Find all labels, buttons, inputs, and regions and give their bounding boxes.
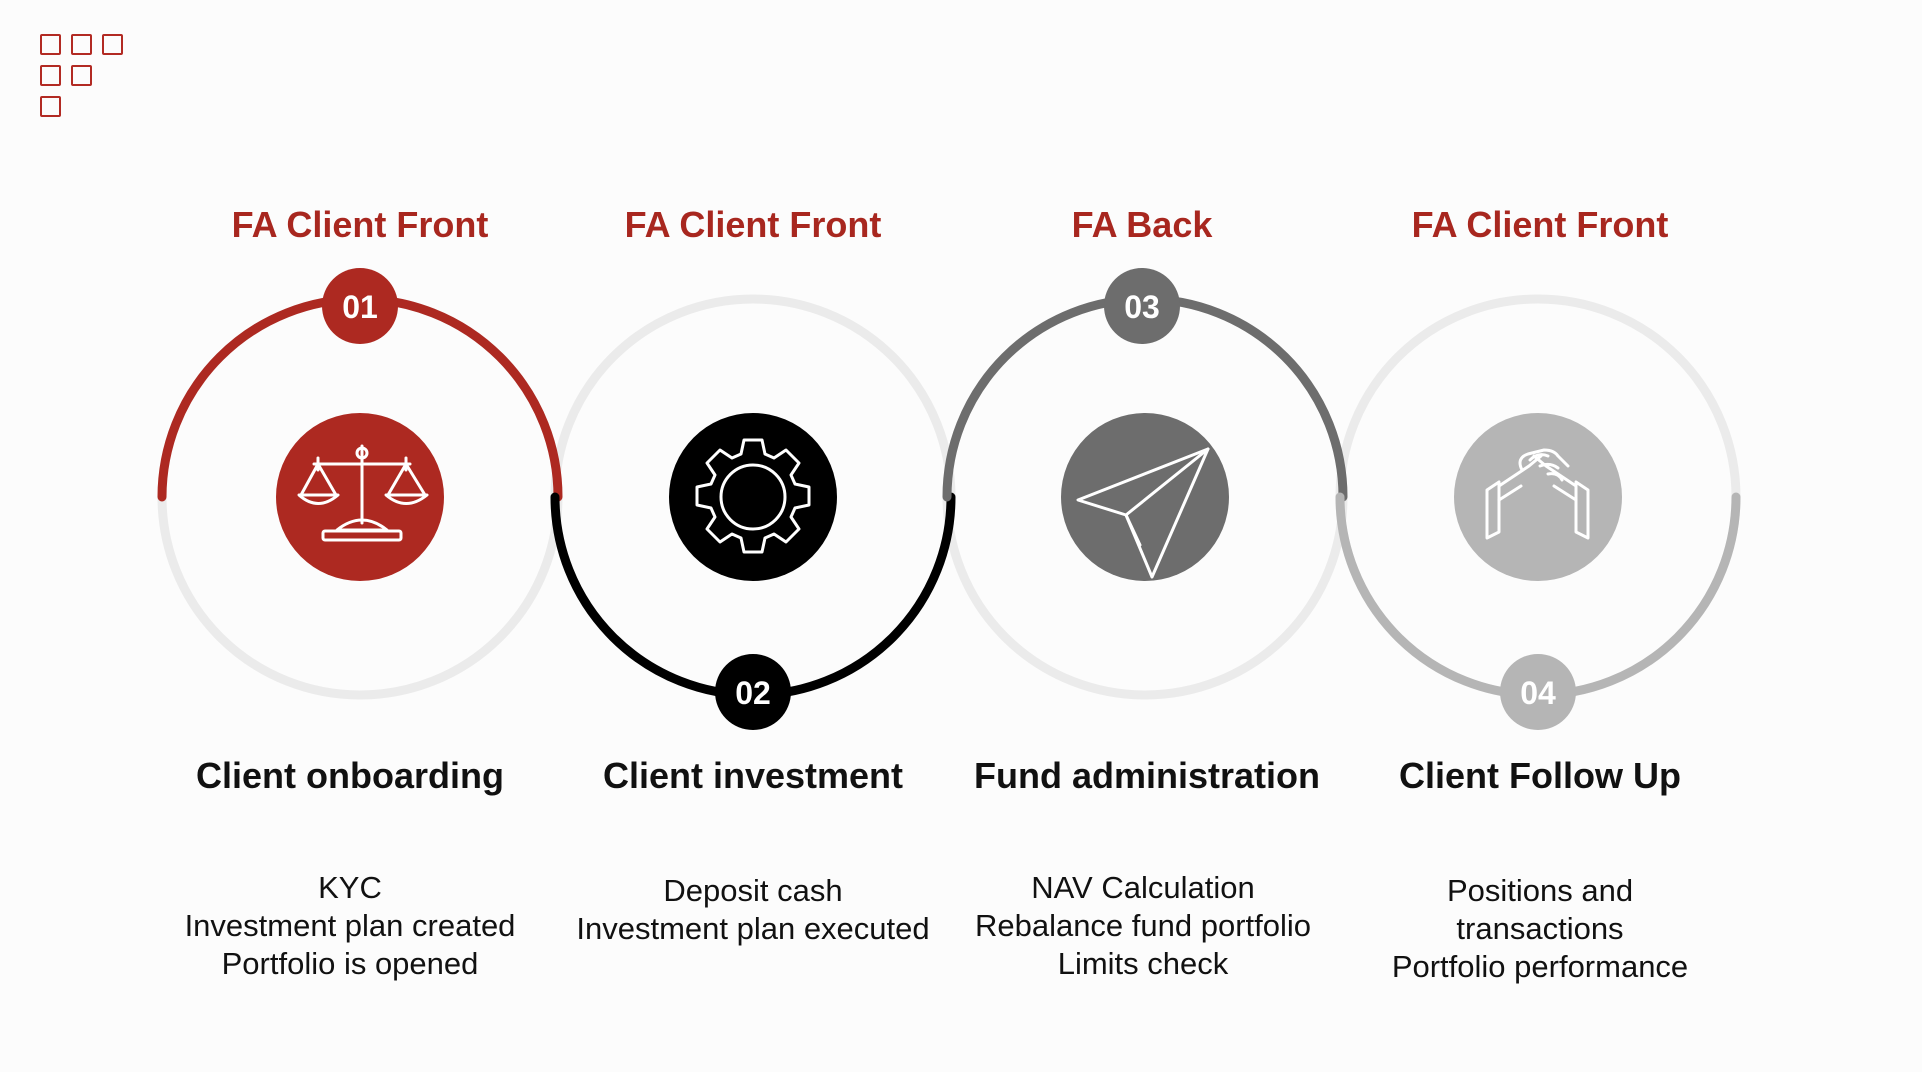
step-category-1: FA Client Front [231,204,489,245]
step-category-2: FA Client Front [624,204,882,245]
step-category-4: FA Client Front [1411,204,1669,245]
step-icon-disc-2 [669,413,837,581]
grid-logo [40,34,130,124]
gear-icon [695,438,811,554]
step-3-item: NAV Calculation [1031,870,1255,905]
balance-scale-icon [297,444,429,542]
paper-plane-icon [1076,447,1210,579]
step-badge-3 [1104,268,1180,344]
step-title-1: Client onboarding [196,755,504,796]
step-2-item: Investment plan executed [576,911,930,946]
handshake-icon [1485,448,1590,540]
step-title-2: Client investment [602,755,904,796]
step-number-3: 03 [1124,289,1160,325]
step-1-item: Investment plan created [184,908,516,943]
step-1-item: Portfolio is opened [221,946,479,981]
step-3-item: Limits check [1057,946,1229,981]
step-icon-disc-3 [1061,413,1229,581]
step-badge-1 [322,268,398,344]
step-description-2: Deposit cash Investment plan executed [543,872,963,948]
step-category-3: FA Back [1071,204,1213,245]
step-title-3: Fund administration [974,755,1320,796]
step-4-item: Portfolio performance [1391,949,1689,984]
step-badge-4 [1500,654,1576,730]
step-description-4: Positions and transactions Portfolio per… [1330,872,1750,986]
step-4-item: Positions and [1446,873,1634,908]
step-2-item: Deposit cash [663,873,843,908]
step-3-item: Rebalance fund portfolio [974,908,1312,943]
step-icon-disc-4 [1454,413,1622,581]
step-number-4: 04 [1520,675,1556,711]
step-description-1: KYC Investment plan created Portfolio is… [140,869,560,983]
step-badge-2 [715,654,791,730]
step-number-1: 01 [342,289,378,325]
step-number-2: 02 [735,675,771,711]
step-1-item: KYC [318,870,382,905]
step-4-item: transactions [1456,911,1624,946]
step-description-3: NAV Calculation Rebalance fund portfolio… [933,869,1353,983]
step-title-4: Client Follow Up [1399,755,1681,796]
